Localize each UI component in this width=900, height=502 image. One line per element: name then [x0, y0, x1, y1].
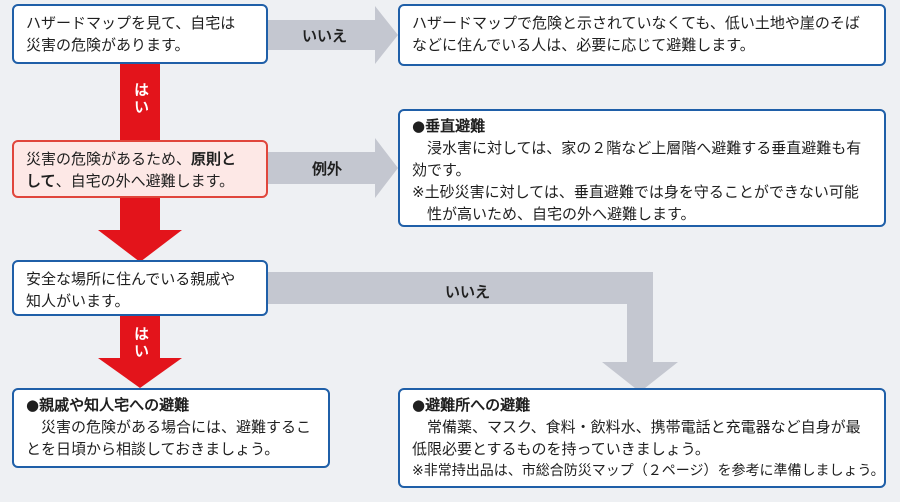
box3-text-b: 、自宅の外へ避難します。: [55, 172, 235, 190]
box-shelter-evacuation: ●避難所への避難 常備薬、マスク、食料・飲料水、携帯電話と充電器など自身が最 低…: [398, 388, 886, 488]
box3-text-a: 災害の危険があるため、: [26, 150, 192, 168]
arrow-main-down: [98, 198, 182, 262]
box4-heading: ●垂直避難: [412, 115, 872, 137]
box-no-hazard-advice: ハザードマップで危険と示されていなくても、低い土地や崖のそば などに住んでいる人…: [398, 4, 886, 66]
box-hazard-map-risk: ハザードマップを見て、自宅は 災害の危険があります。: [12, 4, 268, 64]
box3-principle-b: して: [26, 172, 56, 190]
box-safe-relatives: 安全な場所に住んでいる親戚や 知人がいます。: [12, 260, 268, 316]
label-no-bottom: いいえ: [445, 283, 491, 301]
box-relatives-evacuation: ●親戚や知人宅への避難 災害の危険がある場合には、避難するこ とを日頃から相談し…: [12, 388, 330, 468]
box7-note: ※非常持出品は、市総合防災マップ（２ページ）を参考に準備しましょう。: [412, 463, 885, 479]
bullet-icon: ●: [26, 396, 40, 414]
label-no-top: いいえ: [302, 27, 348, 45]
box4-note-line2: 性が高いため、自宅の外へ避難します。: [427, 205, 696, 223]
box7-line1: 常備薬、マスク、食料・飲料水、携帯電話と充電器など自身が最: [427, 418, 861, 436]
label-exception: 例外: [312, 160, 343, 178]
box6-line2: とを日頃から相談しておきましょう。: [26, 440, 280, 458]
red-arrows: [98, 64, 182, 388]
arrow-no-top: [268, 6, 398, 64]
box6-title: 親戚や知人宅への避難: [39, 396, 190, 414]
arrow-yes-bottom: [98, 316, 182, 388]
box5-line1: 安全な場所に住んでいる親戚や: [26, 270, 236, 288]
bullet-icon: ●: [412, 117, 426, 135]
box1-line2: 災害の危険があります。: [26, 36, 190, 54]
box6-line1: 災害の危険がある場合には、避難するこ: [41, 418, 312, 436]
box3-principle-a: 原則と: [191, 150, 237, 168]
box5-line2: 知人がいます。: [26, 292, 130, 310]
box-evacuate-outside: 災害の危険があるため、原則と して、自宅の外へ避難します。: [12, 140, 268, 198]
label-yes-bottom: はい: [132, 326, 150, 360]
label-yes-top: はい: [132, 82, 150, 116]
box4-line2: 効です。: [412, 161, 471, 179]
box4-note-line1: ※土砂災害に対しては、垂直避難では身を守ることができない可能: [412, 183, 859, 201]
box3-line1: 災害の危険があるため、原則と: [26, 148, 254, 170]
box7-line2: 低限必要とするものを持っていきましょう。: [412, 440, 710, 458]
box4-line1: 浸水害に対しては、家の２階など上層階へ避難する垂直避難も有: [427, 139, 862, 157]
box2-line2: などに住んでいる人は、必要に応じて避難します。: [412, 36, 755, 54]
box7-heading: ●避難所への避難: [412, 394, 872, 416]
box4-title: 垂直避難: [425, 117, 486, 135]
box1-line1: ハザードマップを見て、自宅は: [26, 14, 236, 32]
box3-line2: して、自宅の外へ避難します。: [26, 170, 254, 192]
box6-heading: ●親戚や知人宅への避難: [26, 394, 316, 416]
box7-title: 避難所への避難: [425, 396, 531, 414]
bullet-icon: ●: [412, 396, 426, 414]
box-vertical-evacuation: ●垂直避難 浸水害に対しては、家の２階など上層階へ避難する垂直避難も有 効です。…: [398, 109, 886, 227]
box2-line1: ハザードマップで危険と示されていなくても、低い土地や崖のそば: [412, 14, 860, 32]
gray-arrows: [268, 6, 678, 392]
arrow-yes-top-shaft: [120, 64, 160, 140]
arrow-exception: [268, 138, 398, 198]
arrow-no-bottom: [268, 272, 678, 392]
